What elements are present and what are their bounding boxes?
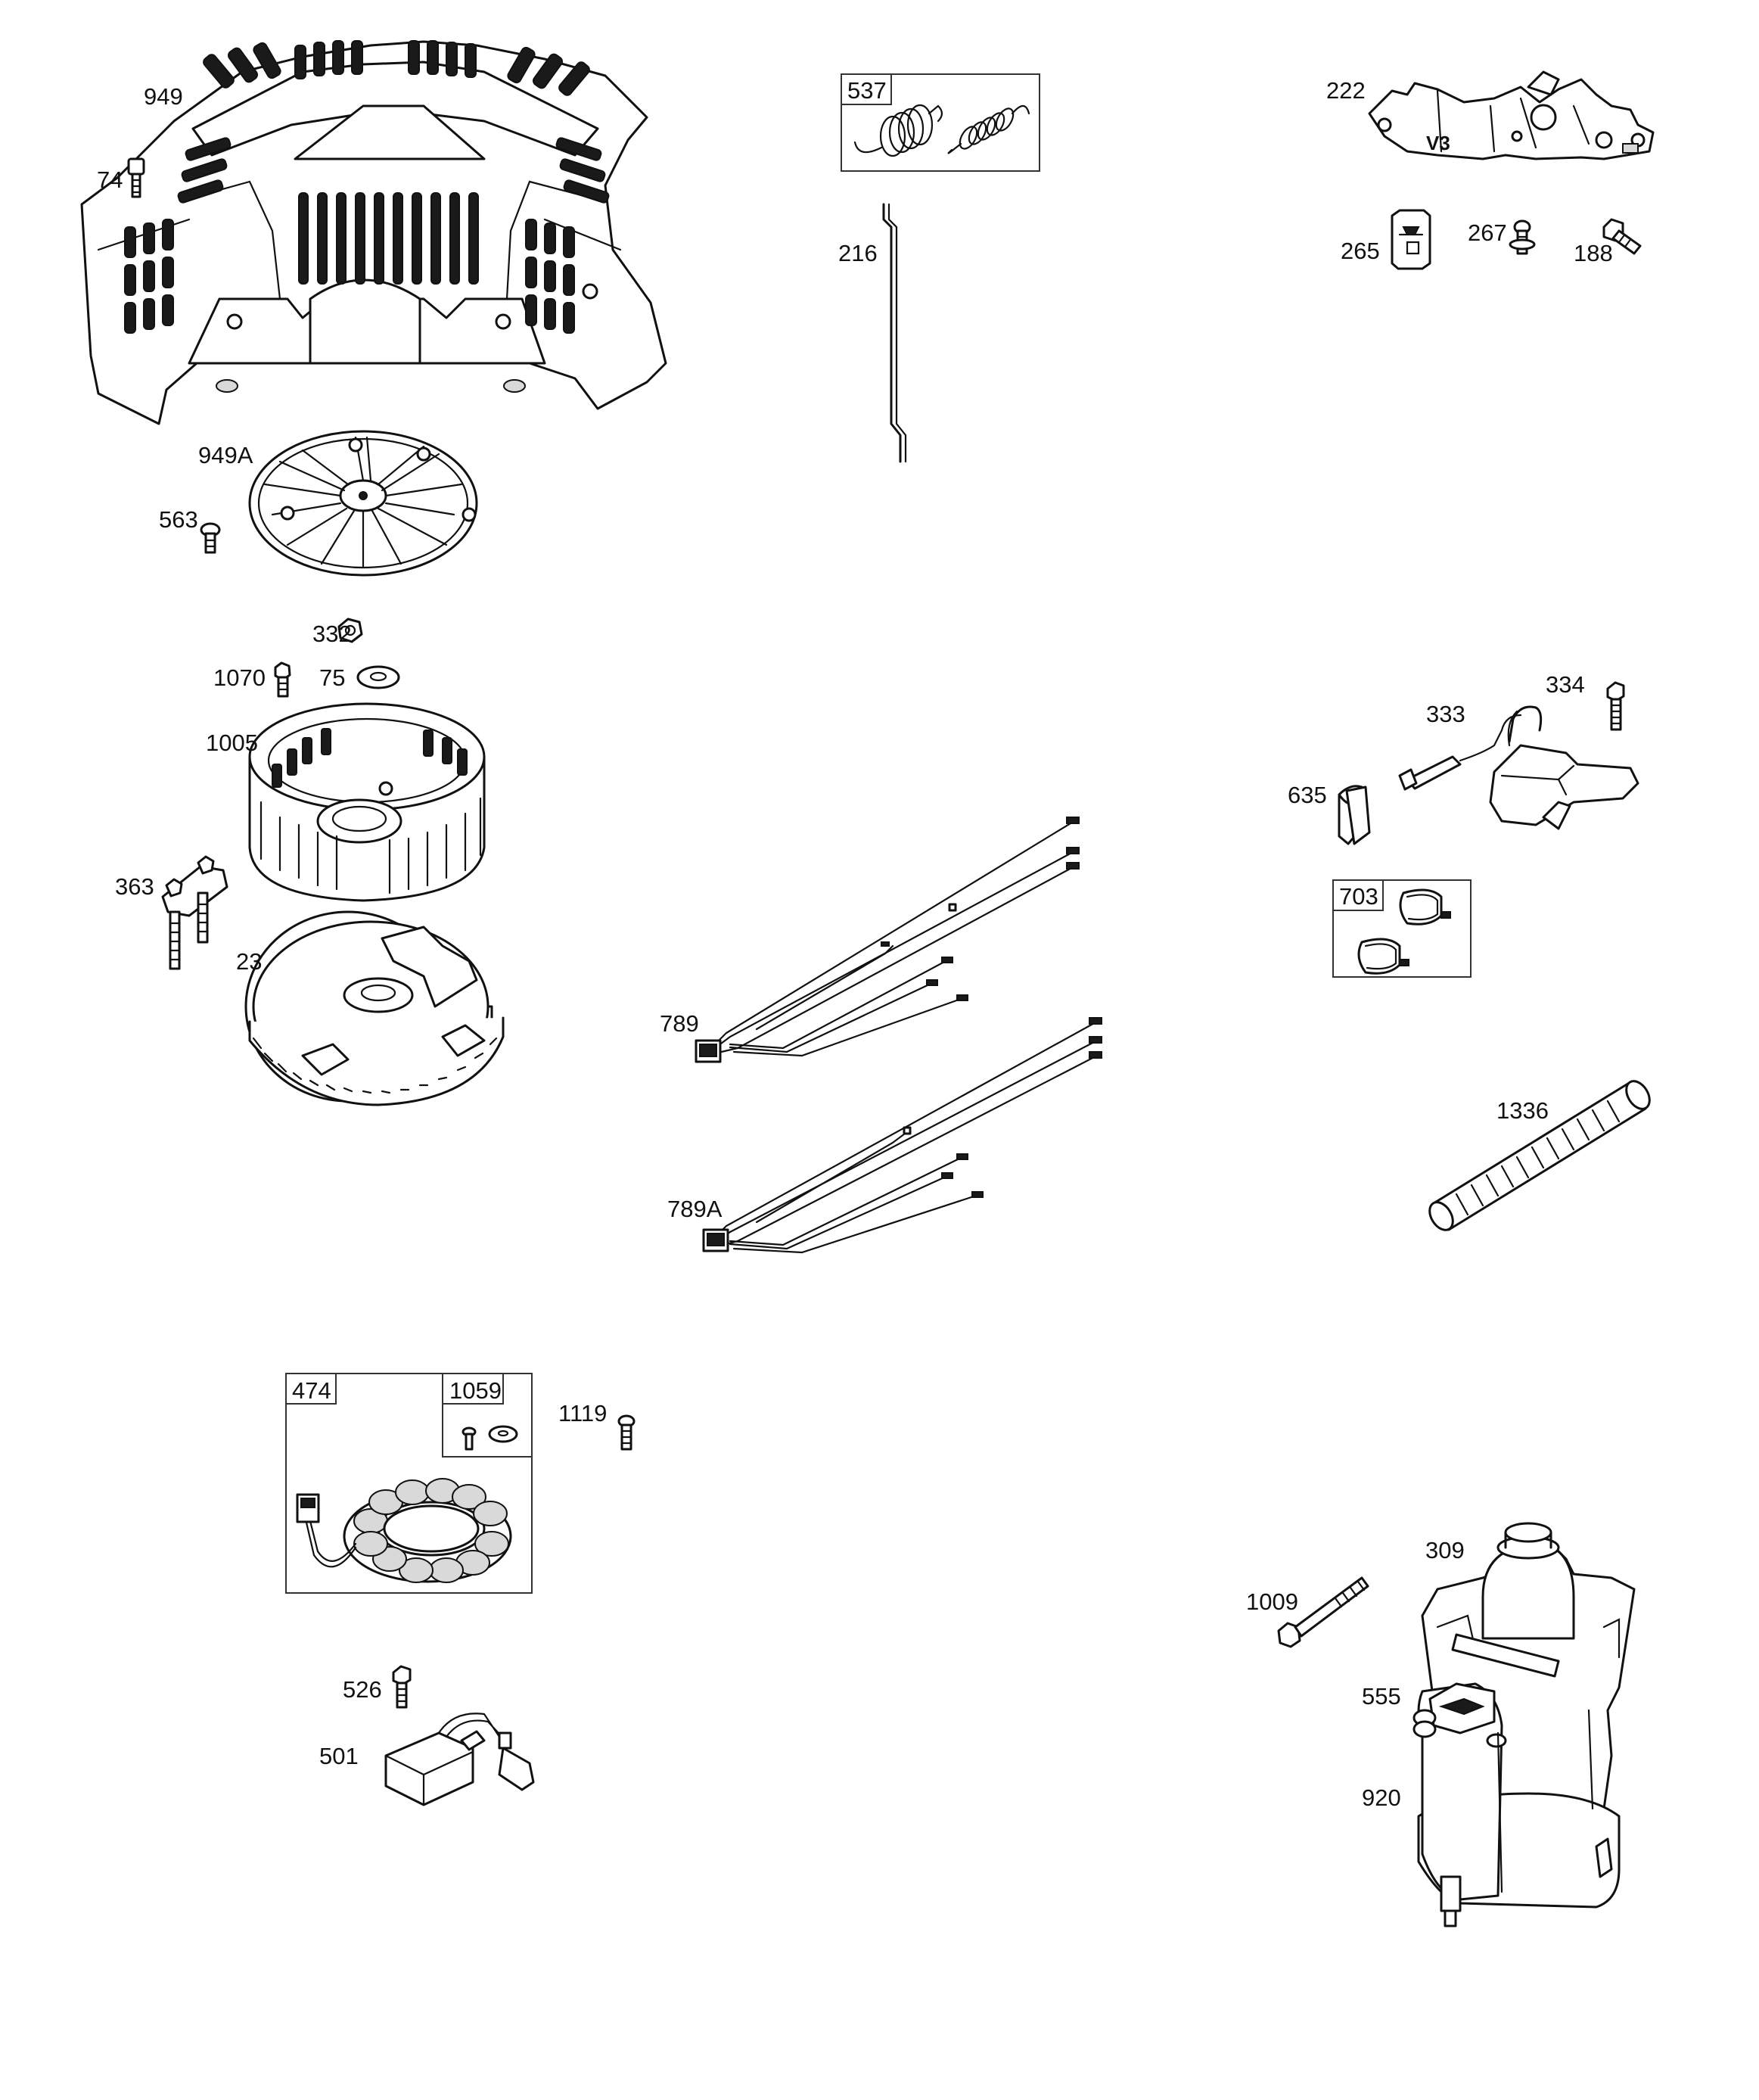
- label-635: 635: [1288, 782, 1327, 808]
- corrugated-tube-part-1336: [1428, 1080, 1651, 1231]
- label-334: 334: [1546, 671, 1585, 698]
- label-1119: 1119: [558, 1400, 607, 1426]
- label-332: 332: [312, 621, 352, 647]
- wire-harness-part-789: [695, 817, 1080, 1063]
- bolt-part-74: [127, 157, 145, 198]
- label-949: 949: [144, 83, 183, 110]
- label-1059: 1059: [449, 1377, 502, 1404]
- label-555: 555: [1362, 1683, 1401, 1710]
- regulator-part-501: [384, 1713, 535, 1806]
- starter-motor-part-309: [1412, 1522, 1636, 1927]
- label-537: 537: [847, 77, 887, 104]
- bracket-part-363: [161, 855, 228, 970]
- flywheel-part-23: [244, 910, 505, 1106]
- screw-part-267: [1509, 219, 1536, 255]
- spark-plug-boot-part-635: [1338, 785, 1371, 845]
- label-74: 74: [97, 166, 123, 193]
- label-216: 216: [838, 240, 878, 266]
- label-222: 222: [1326, 77, 1366, 104]
- clip-part-265: [1391, 209, 1431, 270]
- label-1336: 1336: [1496, 1097, 1549, 1124]
- screw-part-334: [1606, 681, 1625, 731]
- bolt-part-188: [1602, 218, 1642, 255]
- label-75: 75: [319, 664, 345, 691]
- label-501: 501: [319, 1743, 359, 1769]
- label-188: 188: [1574, 240, 1613, 266]
- screw-part-1119: [617, 1414, 636, 1451]
- label-474: 474: [292, 1377, 331, 1404]
- label-23: 23: [236, 948, 262, 975]
- label-920: 920: [1362, 1784, 1401, 1811]
- springs-box-537: [841, 73, 1040, 172]
- alternator-box-474: [285, 1373, 533, 1594]
- bolt-part-1009: [1277, 1576, 1369, 1648]
- label-563: 563: [159, 506, 198, 533]
- bolt-part-1070: [274, 661, 291, 698]
- label-949a: 949A: [198, 442, 253, 468]
- label-526: 526: [343, 1676, 382, 1703]
- label-267: 267: [1468, 219, 1507, 246]
- rotating-screen-part-949a: [248, 430, 478, 577]
- label-333: 333: [1426, 701, 1465, 727]
- label-789: 789: [660, 1010, 699, 1037]
- label-789a: 789A: [667, 1196, 723, 1222]
- clamp-box-703: [1332, 879, 1472, 978]
- screw-part-563: [200, 522, 221, 554]
- bolt-part-526: [392, 1665, 412, 1709]
- washer-part-75: [356, 665, 400, 689]
- label-363: 363: [115, 873, 154, 900]
- nut-part-332: [337, 618, 363, 643]
- label-1009: 1009: [1246, 1588, 1298, 1615]
- label-265: 265: [1341, 238, 1380, 264]
- label-1005: 1005: [206, 730, 258, 756]
- label-703: 703: [1339, 883, 1378, 910]
- bracket-mark-v3: V3: [1426, 132, 1450, 154]
- screw-and-washer-part-1059: [462, 1425, 518, 1451]
- blower-housing-part-949: [80, 40, 667, 425]
- wire-harness-part-789a: [702, 1017, 1102, 1254]
- control-bracket-part-222: V3: [1368, 70, 1655, 160]
- label-309: 309: [1425, 1537, 1465, 1563]
- link-rod-part-216: [882, 203, 907, 463]
- label-1070: 1070: [213, 664, 266, 691]
- flywheel-fan-part-1005: [248, 702, 486, 902]
- ignition-armature-part-333: [1398, 705, 1639, 830]
